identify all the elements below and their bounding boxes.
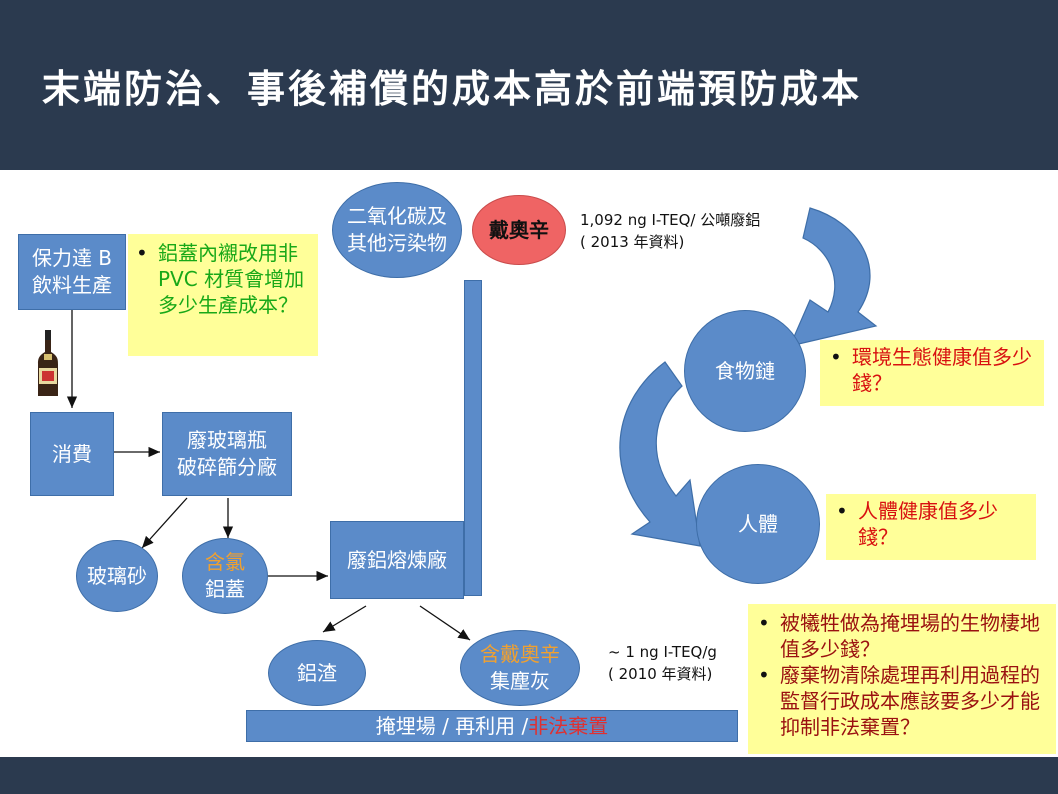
- node-smelter: 廢鋁熔煉廠: [330, 521, 464, 599]
- bottom-destination-bar: 掩埋場 / 再利用 / 非法棄置: [246, 710, 738, 742]
- node-co2: 二氧化碳及其他污染物: [332, 182, 462, 278]
- footer-bar: [0, 757, 1058, 794]
- node-human: 人體: [696, 464, 820, 584]
- curved-arrow-to-food-chain: [790, 208, 876, 346]
- dioxin-measurement-2010: ~ 1 ng I-TEQ/g ( 2010 年資料): [608, 642, 717, 686]
- arrow-smelter-to-slag: [323, 606, 366, 632]
- note-health-value: •人體健康值多少錢？: [826, 494, 1036, 560]
- dioxin-measurement-2013: 1,092 ng I-TEQ/ 公噸廢鋁 ( 2013 年資料): [580, 210, 760, 254]
- note-landfill-costs: •被犧牲做為掩埋場的生物棲地值多少錢？ •廢棄物清除處理再利用過程的監督行政成本…: [748, 604, 1056, 754]
- node-food-chain: 食物鏈: [684, 310, 806, 432]
- note-eco-value: •環境生態健康值多少錢？: [820, 340, 1044, 406]
- node-chlorine-cap: 含氯鋁蓋: [182, 538, 268, 614]
- node-slag: 鋁渣: [268, 640, 366, 706]
- emission-channel: [464, 280, 482, 596]
- node-glass-plant: 廢玻璃瓶破碎篩分廠: [162, 412, 292, 496]
- node-glass-sand: 玻璃砂: [76, 540, 158, 612]
- node-dust: 含戴奧辛集塵灰: [460, 630, 580, 706]
- note-liner-cost: •鋁蓋內襯改用非 PVC 材質會增加多少生產成本？: [128, 234, 318, 356]
- node-consume: 消費: [30, 412, 114, 496]
- arrow-smelter-to-dust: [420, 606, 470, 640]
- arrow-glass-plant-to-sand: [142, 498, 187, 548]
- node-dioxin: 戴奧辛: [472, 195, 566, 265]
- bottle-icon: [36, 330, 60, 398]
